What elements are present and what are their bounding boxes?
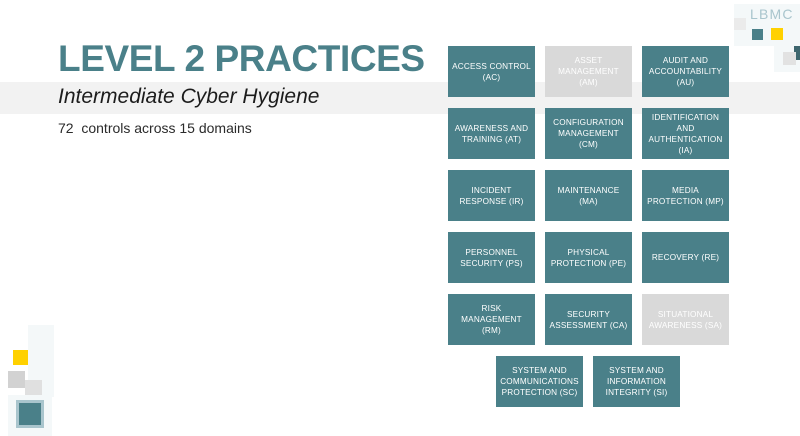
domain-box[interactable]: PHYSICAL PROTECTION (PE) (545, 232, 632, 283)
domain-box-label: IDENTIFICATION AND AUTHENTICATION (IA) (648, 112, 723, 155)
deco-square-gray-b-icon (25, 380, 42, 397)
logo-square-yellow-icon (771, 28, 783, 40)
domain-box-label: ACCESS CONTROL (AC) (452, 61, 531, 82)
domain-box-label: SYSTEM AND COMMUNICATIONS PROTECTION (SC… (500, 366, 579, 397)
domain-box[interactable]: SITUATIONAL AWARENESS (SA) (642, 294, 729, 345)
domain-box[interactable]: INCIDENT RESPONSE (IR) (448, 170, 535, 221)
domain-box-label: MAINTENANCE (MA) (557, 185, 620, 206)
page-subtitle: Intermediate Cyber Hygiene (58, 85, 320, 108)
domain-box-label: SYSTEM AND INFORMATION INTEGRITY (SI) (605, 366, 668, 397)
logo-square-teal-icon (752, 29, 763, 40)
deco-square-gray-a-icon (8, 371, 25, 388)
domain-box[interactable]: MEDIA PROTECTION (MP) (642, 170, 729, 221)
domain-box-label: SECURITY ASSESSMENT (CA) (549, 309, 628, 330)
domain-box-label: RISK MANAGEMENT (RM) (461, 304, 522, 335)
domain-box-label: PERSONNEL SECURITY (PS) (460, 247, 523, 268)
deco-square-teal-right-icon (794, 46, 800, 60)
domain-box-label: AWARENESS AND TRAINING (AT) (454, 123, 529, 144)
domain-box[interactable]: ACCESS CONTROL (AC) (448, 46, 535, 97)
controls-summary: 72 controls across 15 domains (58, 120, 252, 136)
domain-box[interactable]: AUDIT AND ACCOUNTABILITY (AU) (642, 46, 729, 97)
domain-box[interactable]: PERSONNEL SECURITY (PS) (448, 232, 535, 283)
domain-box[interactable]: SYSTEM AND INFORMATION INTEGRITY (SI) (593, 356, 680, 407)
domain-box-label: SITUATIONAL AWARENESS (SA) (648, 309, 723, 330)
domain-box[interactable]: ASSET MANAGEMENT (AM) (545, 46, 632, 97)
domain-box[interactable]: SECURITY ASSESSMENT (CA) (545, 294, 632, 345)
domain-box-label: INCIDENT RESPONSE (IR) (459, 185, 524, 206)
domain-box-label: AUDIT AND ACCOUNTABILITY (AU) (648, 56, 723, 87)
domain-box[interactable]: AWARENESS AND TRAINING (AT) (448, 108, 535, 159)
deco-square-yellow-icon (13, 350, 28, 365)
domain-box[interactable]: IDENTIFICATION AND AUTHENTICATION (IA) (642, 108, 729, 159)
logo-square-gray-icon (734, 18, 746, 30)
lbmc-logo: LBMC (708, 0, 800, 68)
domain-box[interactable]: SYSTEM AND COMMUNICATIONS PROTECTION (SC… (496, 356, 583, 407)
deco-square-teal-framed-icon (16, 400, 44, 428)
domain-box-label: MEDIA PROTECTION (MP) (647, 185, 724, 206)
deco-square-gray-right-icon (783, 52, 796, 65)
domain-box[interactable]: MAINTENANCE (MA) (545, 170, 632, 221)
domain-box-label: RECOVERY (RE) (651, 253, 720, 262)
domain-box-label: CONFIGURATION MANAGEMENT (CM) (553, 118, 624, 149)
domain-box[interactable]: CONFIGURATION MANAGEMENT (CM) (545, 108, 632, 159)
domain-box[interactable]: RISK MANAGEMENT (RM) (448, 294, 535, 345)
logo-text: LBMC (750, 6, 794, 22)
domain-box-label: PHYSICAL PROTECTION (PE) (550, 247, 627, 268)
domain-box[interactable]: RECOVERY (RE) (642, 232, 729, 283)
domain-box-label: ASSET MANAGEMENT (AM) (558, 56, 619, 87)
page-title: LEVEL 2 PRACTICES (58, 38, 425, 79)
